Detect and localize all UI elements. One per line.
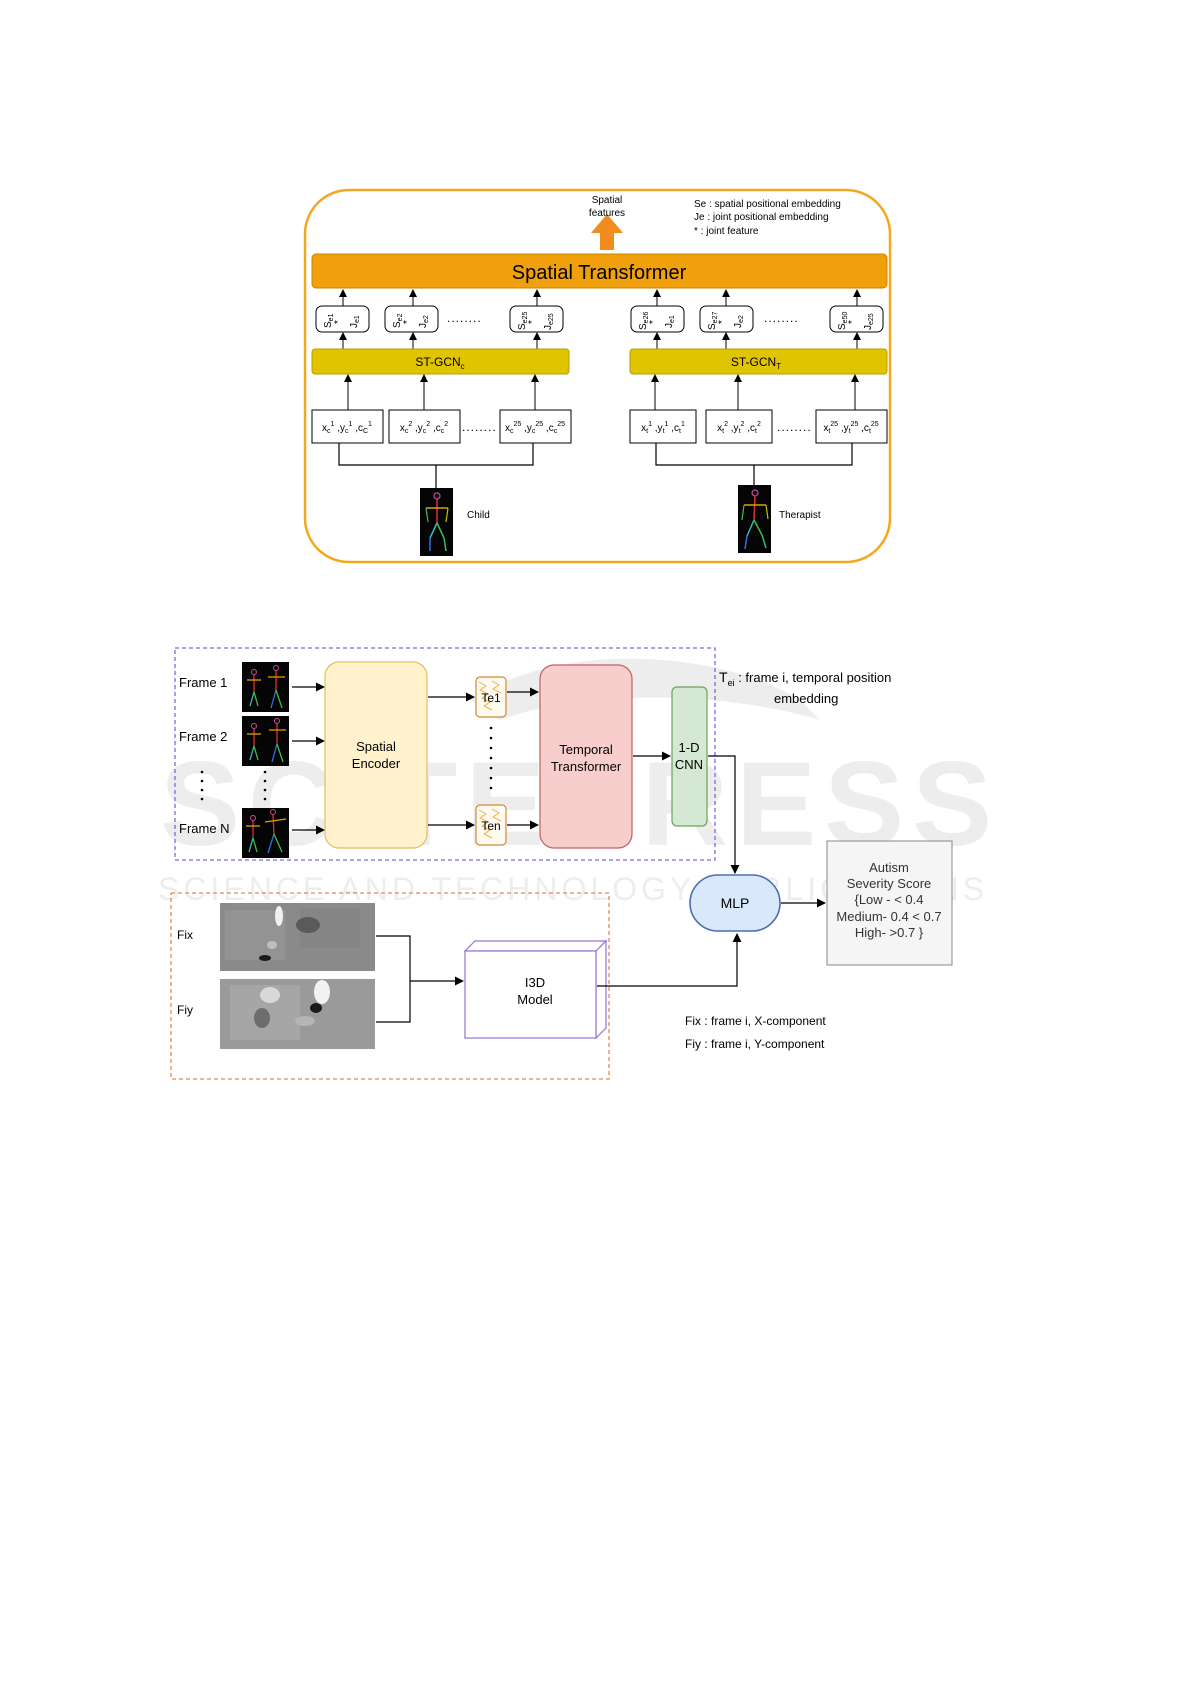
score-line-2: Severity Score (847, 876, 932, 891)
te1-label: Te1 (481, 691, 501, 705)
emb-box-therapist-26: Se26 * Je1 (630, 305, 685, 333)
svg-text:*: * (847, 320, 858, 324)
spatial-encoder-box (324, 661, 428, 849)
spatial-features-arrow (591, 214, 623, 250)
svg-text:*: * (402, 320, 413, 324)
score-line-1: Autism (869, 860, 909, 875)
fiy-note: Fiy : frame i, Y-component (685, 1037, 825, 1051)
child-label: Child (467, 510, 490, 521)
spatial-features-label-2: features (589, 208, 625, 219)
fix-flow-image (220, 903, 375, 971)
st-gcn-child-bar (311, 348, 570, 375)
temporal-transformer-label-1: Temporal (559, 742, 613, 757)
svg-text:*: * (648, 320, 659, 324)
st-gcn-child-label: ST-GCNc (415, 355, 464, 371)
joints-to-gcn-arrows (344, 374, 859, 410)
spatial-encoder-label-1: Spatial (356, 739, 396, 754)
svg-text:xc1 ,yc1 ,cC1: xc1 ,yc1 ,cC1 (322, 421, 372, 435)
cnn-box (671, 686, 708, 827)
st-gcn-therapist-label: ST-GCNT (731, 355, 781, 371)
i3d-model-box (463, 939, 608, 1040)
spatial-transformer-title: Spatial Transformer (512, 262, 687, 284)
fig1-frame (303, 188, 892, 564)
joint-dots-child: ........ (462, 420, 497, 434)
joint-dots-therapist: ........ (777, 420, 812, 434)
flow-to-i3d-connector (376, 935, 411, 1023)
i3d-label-2: Model (517, 992, 553, 1007)
frame-1-label: Frame 1 (179, 675, 227, 690)
frame-n-label: Frame N (179, 821, 230, 836)
frame-1-thumbnail (242, 662, 289, 712)
emb-to-transformer-arrows (339, 289, 861, 306)
frame-2-label: Frame 2 (179, 729, 227, 744)
svg-text:*: * (333, 320, 344, 324)
spatial-encoder-label-2: Encoder (352, 756, 401, 771)
therapist-label: Therapist (779, 510, 821, 521)
fix-label: Fix (177, 928, 193, 942)
tei-note-line-1: Tei : frame i, temporal position (719, 669, 891, 688)
emb-box-therapist-27: Se27 * Je2 (699, 305, 754, 333)
score-line-4: Medium- 0.4 < 0.7 (836, 909, 941, 924)
frames-to-encoder-arrows (292, 682, 325, 835)
emb-box-therapist-50: Se50 * Je25 (829, 305, 884, 333)
te-vertical-dots (489, 726, 493, 790)
therapist-skeleton-image (738, 485, 771, 553)
fix-note: Fix : frame i, X-component (685, 1014, 826, 1028)
temporal-transformer-label-2: Transformer (551, 759, 622, 774)
te-to-temporal-arrows (507, 687, 539, 830)
legend-se: Se : spatial positional embedding (694, 199, 841, 210)
score-line-3: {Low - < 0.4 (854, 892, 923, 907)
ten-box: Ten (475, 804, 507, 846)
frame-n-thumbnail (242, 808, 289, 858)
fiy-label: Fiy (177, 1003, 193, 1017)
optical-flow-branch-region (170, 892, 610, 1080)
encoder-to-te-arrows (428, 692, 475, 830)
i3d-to-mlp-arrow (597, 933, 742, 987)
cnn-to-mlp-arrow (708, 755, 740, 874)
cnn-label-2: CNN (675, 757, 703, 772)
spatial-features-label-1: Spatial (592, 195, 623, 206)
mlp-label: MLP (721, 895, 750, 911)
figure-spatial-transformer: Spatial features Se : spatial positional… (303, 188, 892, 564)
emb-box-child-1: Se1 * Je1 (315, 305, 370, 333)
joint-box-child-25: xc25 ,yc25 ,cc25 (499, 409, 572, 444)
tei-note-line-2: embedding (774, 691, 838, 706)
legend-joint: * : joint feature (694, 226, 759, 237)
severity-score-box (826, 840, 953, 966)
child-skeleton-image (420, 488, 453, 556)
therapist-bracket (655, 443, 853, 485)
legend-je: Je : joint positional embedding (694, 212, 829, 223)
figure-pipeline: Frame 1 Frame 2 Frame N (170, 647, 953, 1080)
fiy-flow-image (220, 979, 375, 1049)
svg-text:xc2 ,yc2 ,cc2: xc2 ,yc2 ,cc2 (400, 421, 448, 435)
joint-box-child-2: xc2 ,yc2 ,cc2 (388, 409, 461, 444)
spatial-transformer-bar (311, 253, 888, 289)
emb-dots-child: ........ (447, 311, 482, 325)
emb-dots-therapist: ........ (764, 311, 799, 325)
frame-vertical-dots (200, 770, 267, 801)
score-line-5: High- >0.7 } (855, 925, 924, 940)
child-bracket (338, 443, 534, 488)
svg-text:xt2 ,yt2 ,ct2: xt2 ,yt2 ,ct2 (717, 421, 761, 435)
joint-box-child-1: xc1 ,yc1 ,cC1 (311, 409, 384, 444)
temporal-transformer-box (539, 664, 633, 849)
i3d-label-1: I3D (525, 975, 545, 990)
svg-text:xt1 ,yt1 ,ct1: xt1 ,yt1 ,ct1 (641, 421, 685, 435)
frame-2-thumbnail (242, 716, 289, 766)
joint-box-therapist-2: xt2 ,yt2 ,ct2 (705, 409, 773, 444)
svg-text:*: * (527, 320, 538, 324)
gcn-to-emb-arrows (339, 332, 861, 349)
cnn-label-1: 1-D (679, 740, 700, 755)
joint-box-therapist-25: xt25 ,yt25 ,ct25 (815, 409, 888, 444)
emb-box-child-25: Se25 * Je25 (509, 305, 564, 333)
te1-box: Te1 (475, 676, 507, 718)
emb-box-child-2: Se2 * Je2 (384, 305, 439, 333)
mlp-box (689, 874, 781, 932)
skeleton-branch-region (174, 647, 716, 861)
ten-label: Ten (481, 819, 500, 833)
joint-box-therapist-1: xt1 ,yt1 ,ct1 (629, 409, 697, 444)
svg-text:*: * (717, 320, 728, 324)
st-gcn-therapist-bar (629, 348, 888, 375)
